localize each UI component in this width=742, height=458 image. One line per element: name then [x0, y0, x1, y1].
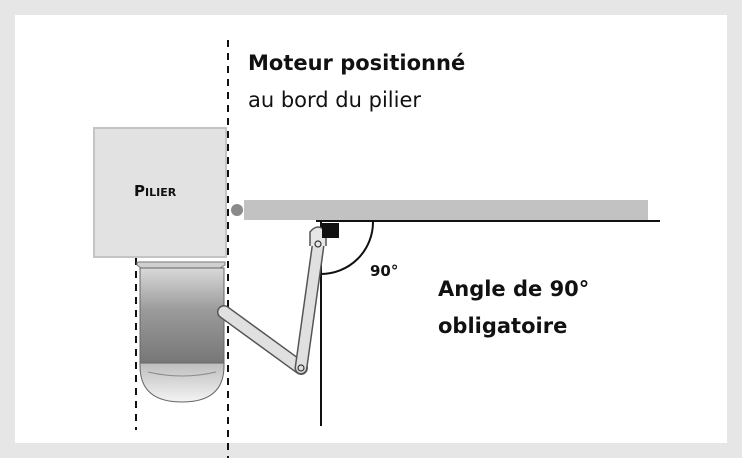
- angle-note-line1: Angle de 90°: [438, 277, 589, 301]
- angle-arc: [320, 221, 374, 275]
- angle-note-line2: obligatoire: [438, 314, 567, 338]
- motor-arm: [218, 306, 307, 374]
- motor-top-bracket: [136, 261, 226, 269]
- caption-subtitle: au bord du pilier: [248, 88, 421, 112]
- articulated-arm: [296, 241, 323, 373]
- elbow-pivot: [297, 364, 305, 372]
- motor-body: [139, 267, 225, 364]
- hinge-pin: [231, 204, 243, 216]
- right-angle-marker: [322, 223, 339, 238]
- bracket-pivot: [314, 240, 322, 248]
- pillar-label: PILIER: [134, 182, 177, 200]
- pillar-box: [93, 127, 227, 258]
- motor-end-cap: [139, 362, 225, 403]
- caption-title: Moteur positionné: [248, 51, 465, 75]
- gate-bar: [244, 200, 648, 220]
- angle-label: 90°: [370, 262, 398, 280]
- motor-unit: [136, 261, 226, 403]
